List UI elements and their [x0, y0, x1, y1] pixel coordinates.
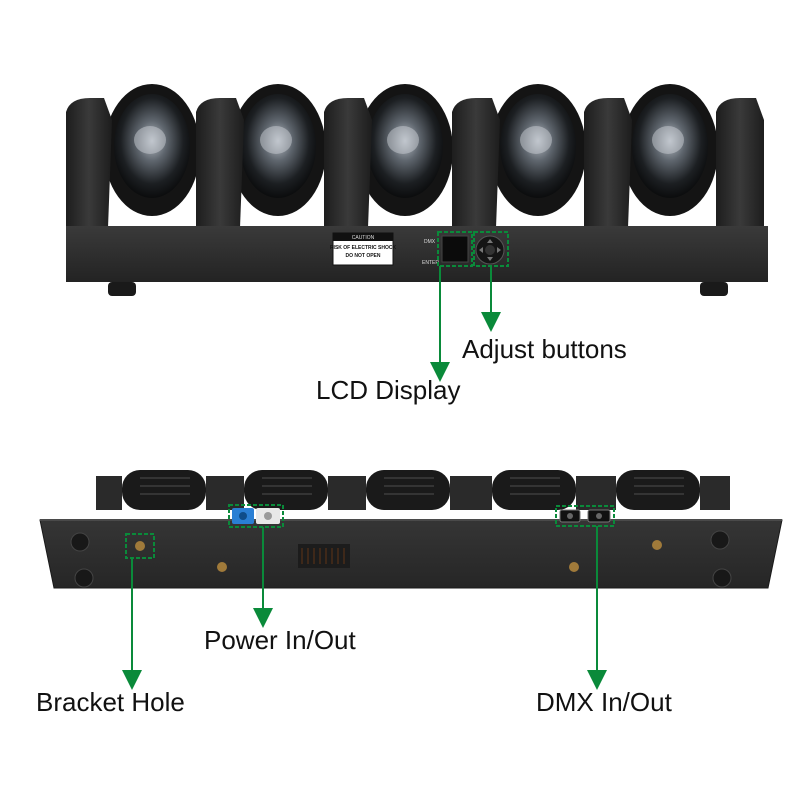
power-connectors: [232, 508, 280, 524]
rear-vent: [298, 544, 350, 568]
caution-label: CAUTION RISK OF ELECTRIC SHOCK DO NOT OP…: [330, 232, 397, 266]
dmx-label: DMX: [424, 239, 436, 245]
power-highlight-box: [228, 504, 284, 528]
caution-line-2: DO NOT OPEN: [345, 253, 380, 259]
knob-top-left: [70, 532, 90, 552]
foot-right: [700, 282, 728, 296]
bracket-hole-2: [217, 562, 227, 572]
adjust-buttons-label: Adjust buttons: [462, 334, 627, 364]
moving-head-1: [104, 84, 200, 216]
rear-panel: [39, 519, 783, 589]
lcd-screen: [441, 235, 469, 263]
caution-title: CAUTION: [352, 235, 375, 241]
moving-head-3: [357, 84, 453, 216]
knob-top-right: [710, 530, 730, 550]
lcd-display-label: LCD Display: [316, 375, 461, 405]
moving-head-4: [490, 84, 586, 216]
knob-bottom-left: [74, 568, 94, 588]
bracket-hole-4: [652, 540, 662, 550]
fixture-front-view: CAUTION RISK OF ELECTRIC SHOCK DO NOT OP…: [66, 84, 768, 382]
bracket-hole-3: [569, 562, 579, 572]
moving-head-5: [622, 84, 718, 216]
bracket-hole-label: Bracket Hole: [36, 687, 185, 717]
enter-label: ENTER: [422, 260, 439, 266]
power-in-out-label: Power In/Out: [204, 625, 356, 655]
dmx-highlight-box: [555, 505, 615, 527]
caution-line-1: RISK OF ELECTRIC SHOCK: [330, 245, 397, 251]
lcd-highlight-box: [437, 231, 473, 267]
dmx-connectors: [559, 509, 611, 523]
base-bar: [66, 226, 768, 282]
yoke-arms: [66, 98, 764, 228]
adjust-buttons-pad: [475, 235, 505, 265]
moving-head-2: [230, 84, 326, 216]
rear-heads: [96, 470, 730, 510]
fixture-rear-view: [39, 470, 783, 690]
bracket-hole-highlight-box: [125, 533, 155, 559]
dmx-in-out-label: DMX In/Out: [536, 687, 672, 717]
foot-left: [108, 282, 136, 296]
knob-bottom-right: [712, 568, 732, 588]
bracket-hole-1: [135, 541, 145, 551]
